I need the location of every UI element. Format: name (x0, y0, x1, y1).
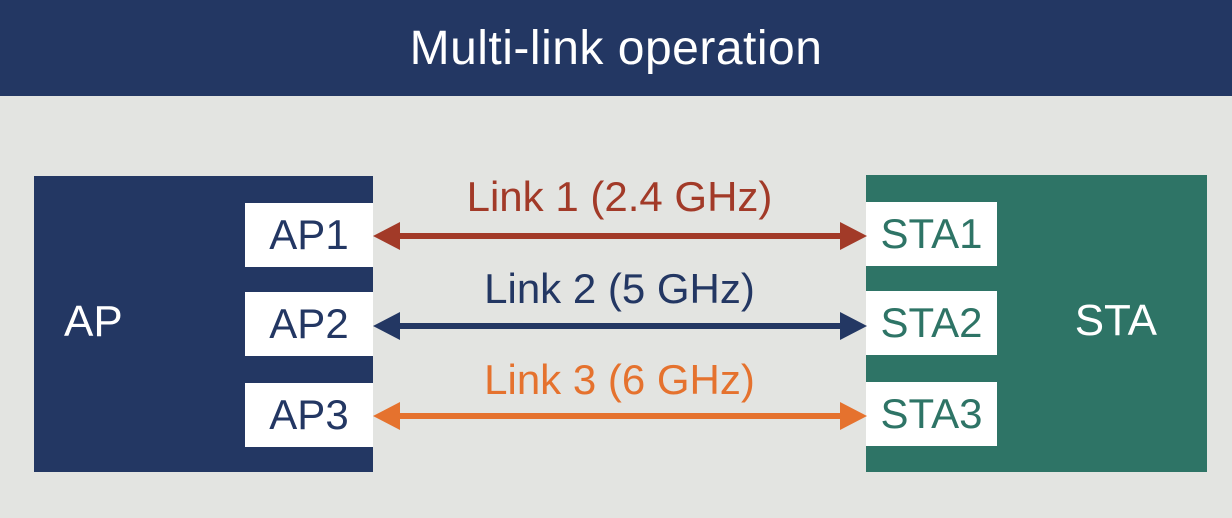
link-3-label: Link 3 (6 GHz) (484, 356, 755, 403)
ap-block: AP AP1 AP2 AP3 (34, 176, 373, 472)
ap-label: AP (64, 297, 123, 346)
ap2-port: AP2 (245, 292, 373, 356)
sta1-port: STA1 (866, 202, 997, 266)
link-1-label: Link 1 (2.4 GHz) (466, 173, 773, 220)
sta3-port: STA3 (866, 382, 997, 446)
link-1-arrow (373, 222, 867, 250)
sta-label: STA (1074, 296, 1157, 345)
link-3-arrow (373, 402, 867, 430)
link-2-label: Link 2 (5 GHz) (484, 265, 755, 312)
sta2-port: STA2 (866, 291, 997, 355)
ap1-port: AP1 (245, 203, 373, 267)
ap3-port: AP3 (245, 383, 373, 447)
link-2-arrow (373, 312, 867, 340)
sta-block: STA STA1 STA2 STA3 (866, 175, 1207, 472)
diagram-title: Multi-link operation (0, 0, 1232, 96)
